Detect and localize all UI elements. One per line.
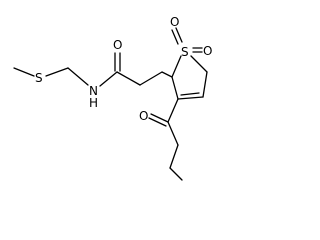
bond-ring-c4-c3-a	[177, 96, 204, 100]
bond-acyl-o-a	[150, 113, 169, 123]
atom-s-sulfone: S	[181, 45, 189, 59]
bond-ch2-ch3	[169, 167, 183, 181]
atom-h-amide: H	[89, 96, 98, 110]
bond-s-o1-b	[175, 27, 183, 43]
atom-o-sulfone-2: O	[203, 44, 212, 58]
bond-acyl-ch2	[167, 121, 179, 146]
bond-ring-c2-s	[171, 55, 182, 78]
bond-ch2-ch2-b	[169, 144, 179, 169]
chemical-structure: S N H O S O O O	[13, 15, 212, 181]
bond-s-ch2	[45, 67, 69, 77]
bond-ring-c3-c2	[171, 76, 179, 100]
bond-ch2-nh	[67, 67, 89, 86]
atom-s-thioether: S	[35, 71, 43, 85]
bond-s-o1-a	[171, 29, 179, 45]
bond-carbonyl-ch2	[116, 71, 141, 86]
bond-ring-c4-c3-b	[180, 92, 200, 96]
bond-nh-carbonyl	[99, 71, 118, 87]
atom-o-amide: O	[113, 38, 122, 52]
atom-n-amide: N	[89, 84, 98, 98]
bond-ch2-ch2	[139, 71, 163, 86]
bond-acyl-o-b	[148, 117, 167, 127]
bond-ch2-ring	[161, 71, 173, 78]
bond-ring-acyl	[167, 98, 179, 123]
bond-methyl-s	[13, 67, 35, 77]
bond-ring-s-c5	[190, 55, 208, 73]
atom-o-sulfone-1: O	[170, 15, 179, 29]
atom-o-ketone: O	[139, 109, 148, 123]
bond-ring-c5-c4	[202, 71, 208, 98]
